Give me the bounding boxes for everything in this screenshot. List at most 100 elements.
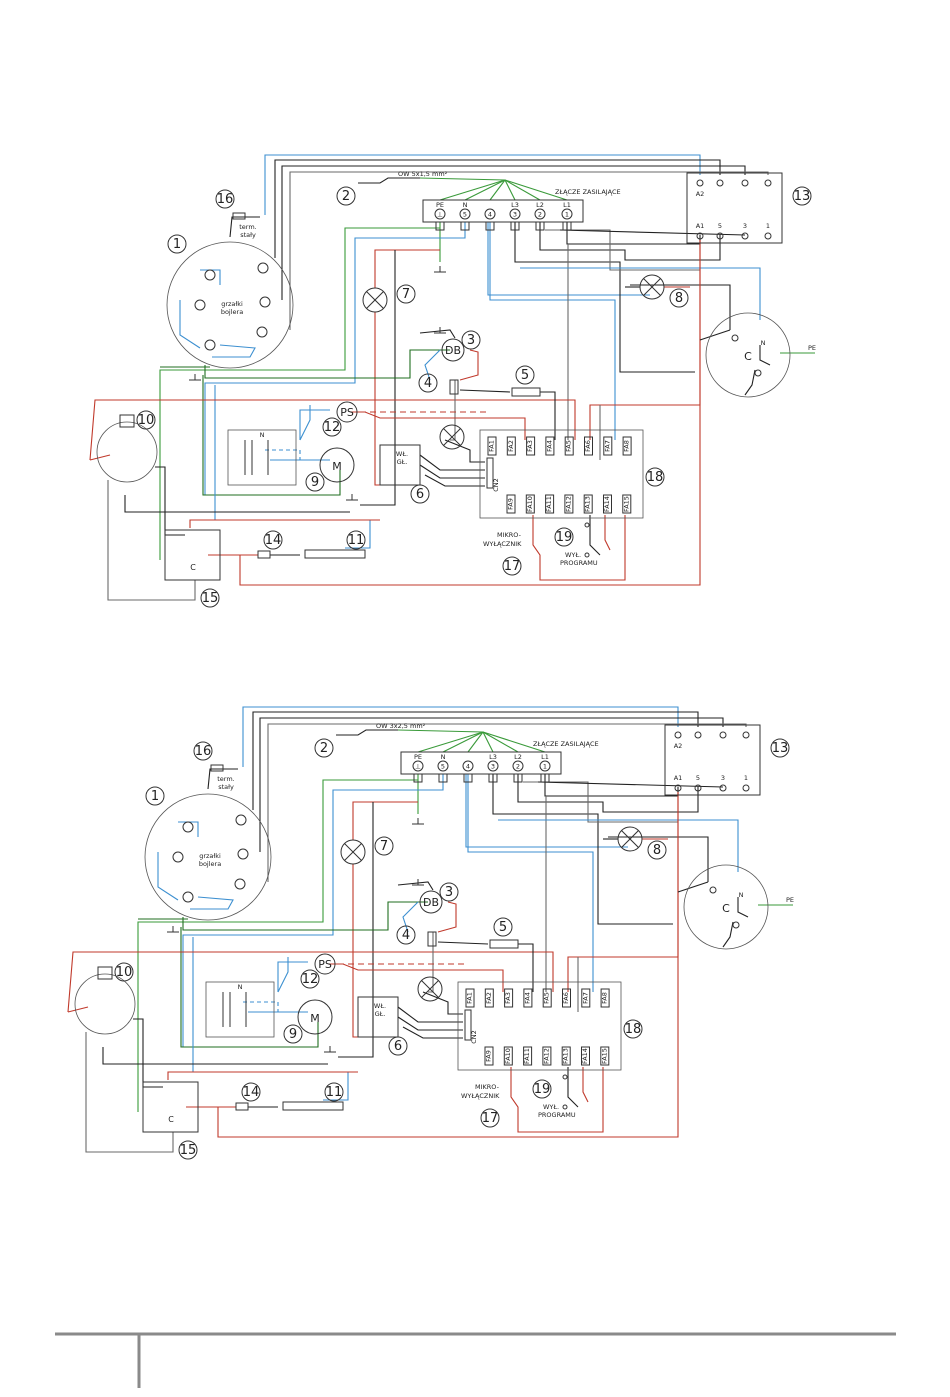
wire-black	[677, 881, 709, 893]
callout-circle	[515, 365, 535, 385]
relay-label: A2	[674, 742, 683, 750]
cable-spec: OW 3x2,5 mm²	[376, 722, 426, 730]
terminal-number: 5	[463, 211, 467, 219]
callout-6: 6	[410, 484, 430, 504]
relay-15: C	[164, 529, 221, 581]
ground-icon	[434, 327, 446, 334]
resistor-5	[489, 939, 519, 949]
terminal-screw	[535, 221, 545, 231]
lamp-panel-icon	[439, 424, 465, 450]
wire-grey	[107, 480, 196, 601]
callout-11: 11	[346, 530, 366, 550]
callout-circle	[305, 472, 325, 492]
wire-fan-green	[504, 179, 516, 201]
valve-label: N	[260, 431, 265, 439]
contactor-label: N	[739, 891, 744, 899]
callout-number: 18	[625, 1022, 642, 1037]
callout-number: 16	[217, 192, 234, 207]
wire-red	[437, 901, 457, 933]
callout-10: 10	[114, 962, 134, 982]
callout-circle	[178, 1140, 198, 1160]
connector-body	[422, 199, 584, 223]
switch-label: GŁ.	[397, 458, 408, 466]
fa-slot	[506, 436, 516, 456]
pe-label: PE	[808, 344, 816, 352]
heater-terminal	[204, 339, 216, 351]
fa-slot	[525, 494, 535, 514]
relay-label: 1	[744, 774, 748, 782]
terminal-screw	[488, 773, 498, 783]
fa-label: FA3	[526, 440, 534, 452]
terminal-screw	[510, 221, 520, 231]
page-footer	[55, 1332, 896, 1388]
relay-label: A1	[696, 222, 705, 230]
db-sensor-3: DB	[441, 338, 465, 362]
relay15-body	[142, 1081, 199, 1133]
wire-black	[397, 1006, 463, 1023]
wire-black	[422, 991, 463, 1015]
callout-circle	[792, 186, 812, 206]
lamp-circle	[340, 839, 366, 865]
wire-black	[589, 515, 601, 556]
wire-black	[419, 454, 485, 471]
callout-number: 7	[380, 839, 388, 854]
callout-circle	[493, 917, 513, 937]
fa-label: FA7	[603, 440, 611, 452]
cn2-label: CN2	[470, 1030, 478, 1044]
callout-16: 16	[193, 741, 213, 761]
relay-terminal	[694, 784, 702, 792]
terminal-number: 5	[441, 763, 445, 771]
callout-14: 14	[263, 530, 283, 550]
callout-circle	[388, 1036, 408, 1056]
relay-15: C	[142, 1081, 199, 1133]
fa-slot	[622, 436, 632, 456]
wire-black	[259, 717, 724, 852]
wire-black	[759, 345, 771, 366]
fa-slot	[523, 1046, 533, 1066]
callout-number: 14	[243, 1085, 260, 1100]
wire-fan-green	[482, 731, 519, 753]
wire-black	[207, 768, 238, 790]
db-outline	[441, 338, 465, 362]
callout-circle	[336, 186, 356, 206]
wire-blue	[520, 267, 761, 320]
wire-black	[737, 897, 749, 918]
terminal-number: 1	[543, 763, 547, 771]
callout-circle	[145, 786, 165, 806]
pressure-switch-12: PS	[336, 401, 358, 423]
wire-red	[239, 240, 701, 586]
wire-black	[229, 216, 260, 238]
wire-black	[424, 474, 485, 487]
wire-black	[608, 836, 709, 882]
wire-blue	[242, 706, 679, 767]
callout-circle	[645, 467, 665, 487]
callout-number: 4	[402, 928, 410, 943]
wire-black	[517, 774, 699, 813]
wire-blue	[204, 222, 466, 495]
fa-label: FA10	[526, 496, 534, 512]
callout-9: 9	[283, 1024, 303, 1044]
fa-slot	[545, 494, 555, 514]
lamp-cross	[443, 428, 461, 446]
wire-fan-green	[489, 179, 506, 201]
connector-terminal	[462, 760, 474, 772]
callout-18: 18	[623, 1019, 643, 1039]
ground-icon	[346, 494, 358, 501]
fa-label: FA10	[504, 1048, 512, 1064]
wire-red	[89, 454, 111, 461]
callout-1: 1	[145, 786, 165, 806]
callout-circle	[167, 234, 187, 254]
motor-9: M	[297, 999, 333, 1035]
heating-element-11	[304, 549, 366, 559]
callout-circle	[502, 556, 522, 576]
callout-number: 2	[320, 741, 328, 756]
ground-icon	[412, 879, 424, 886]
wire-red	[459, 349, 479, 381]
fa-slot	[484, 988, 494, 1008]
ground-icon	[434, 266, 446, 273]
lamp-8-icon	[639, 274, 665, 300]
callout-circle	[623, 1019, 643, 1039]
wire-black	[444, 439, 485, 463]
fa-label: FA2	[507, 440, 515, 452]
